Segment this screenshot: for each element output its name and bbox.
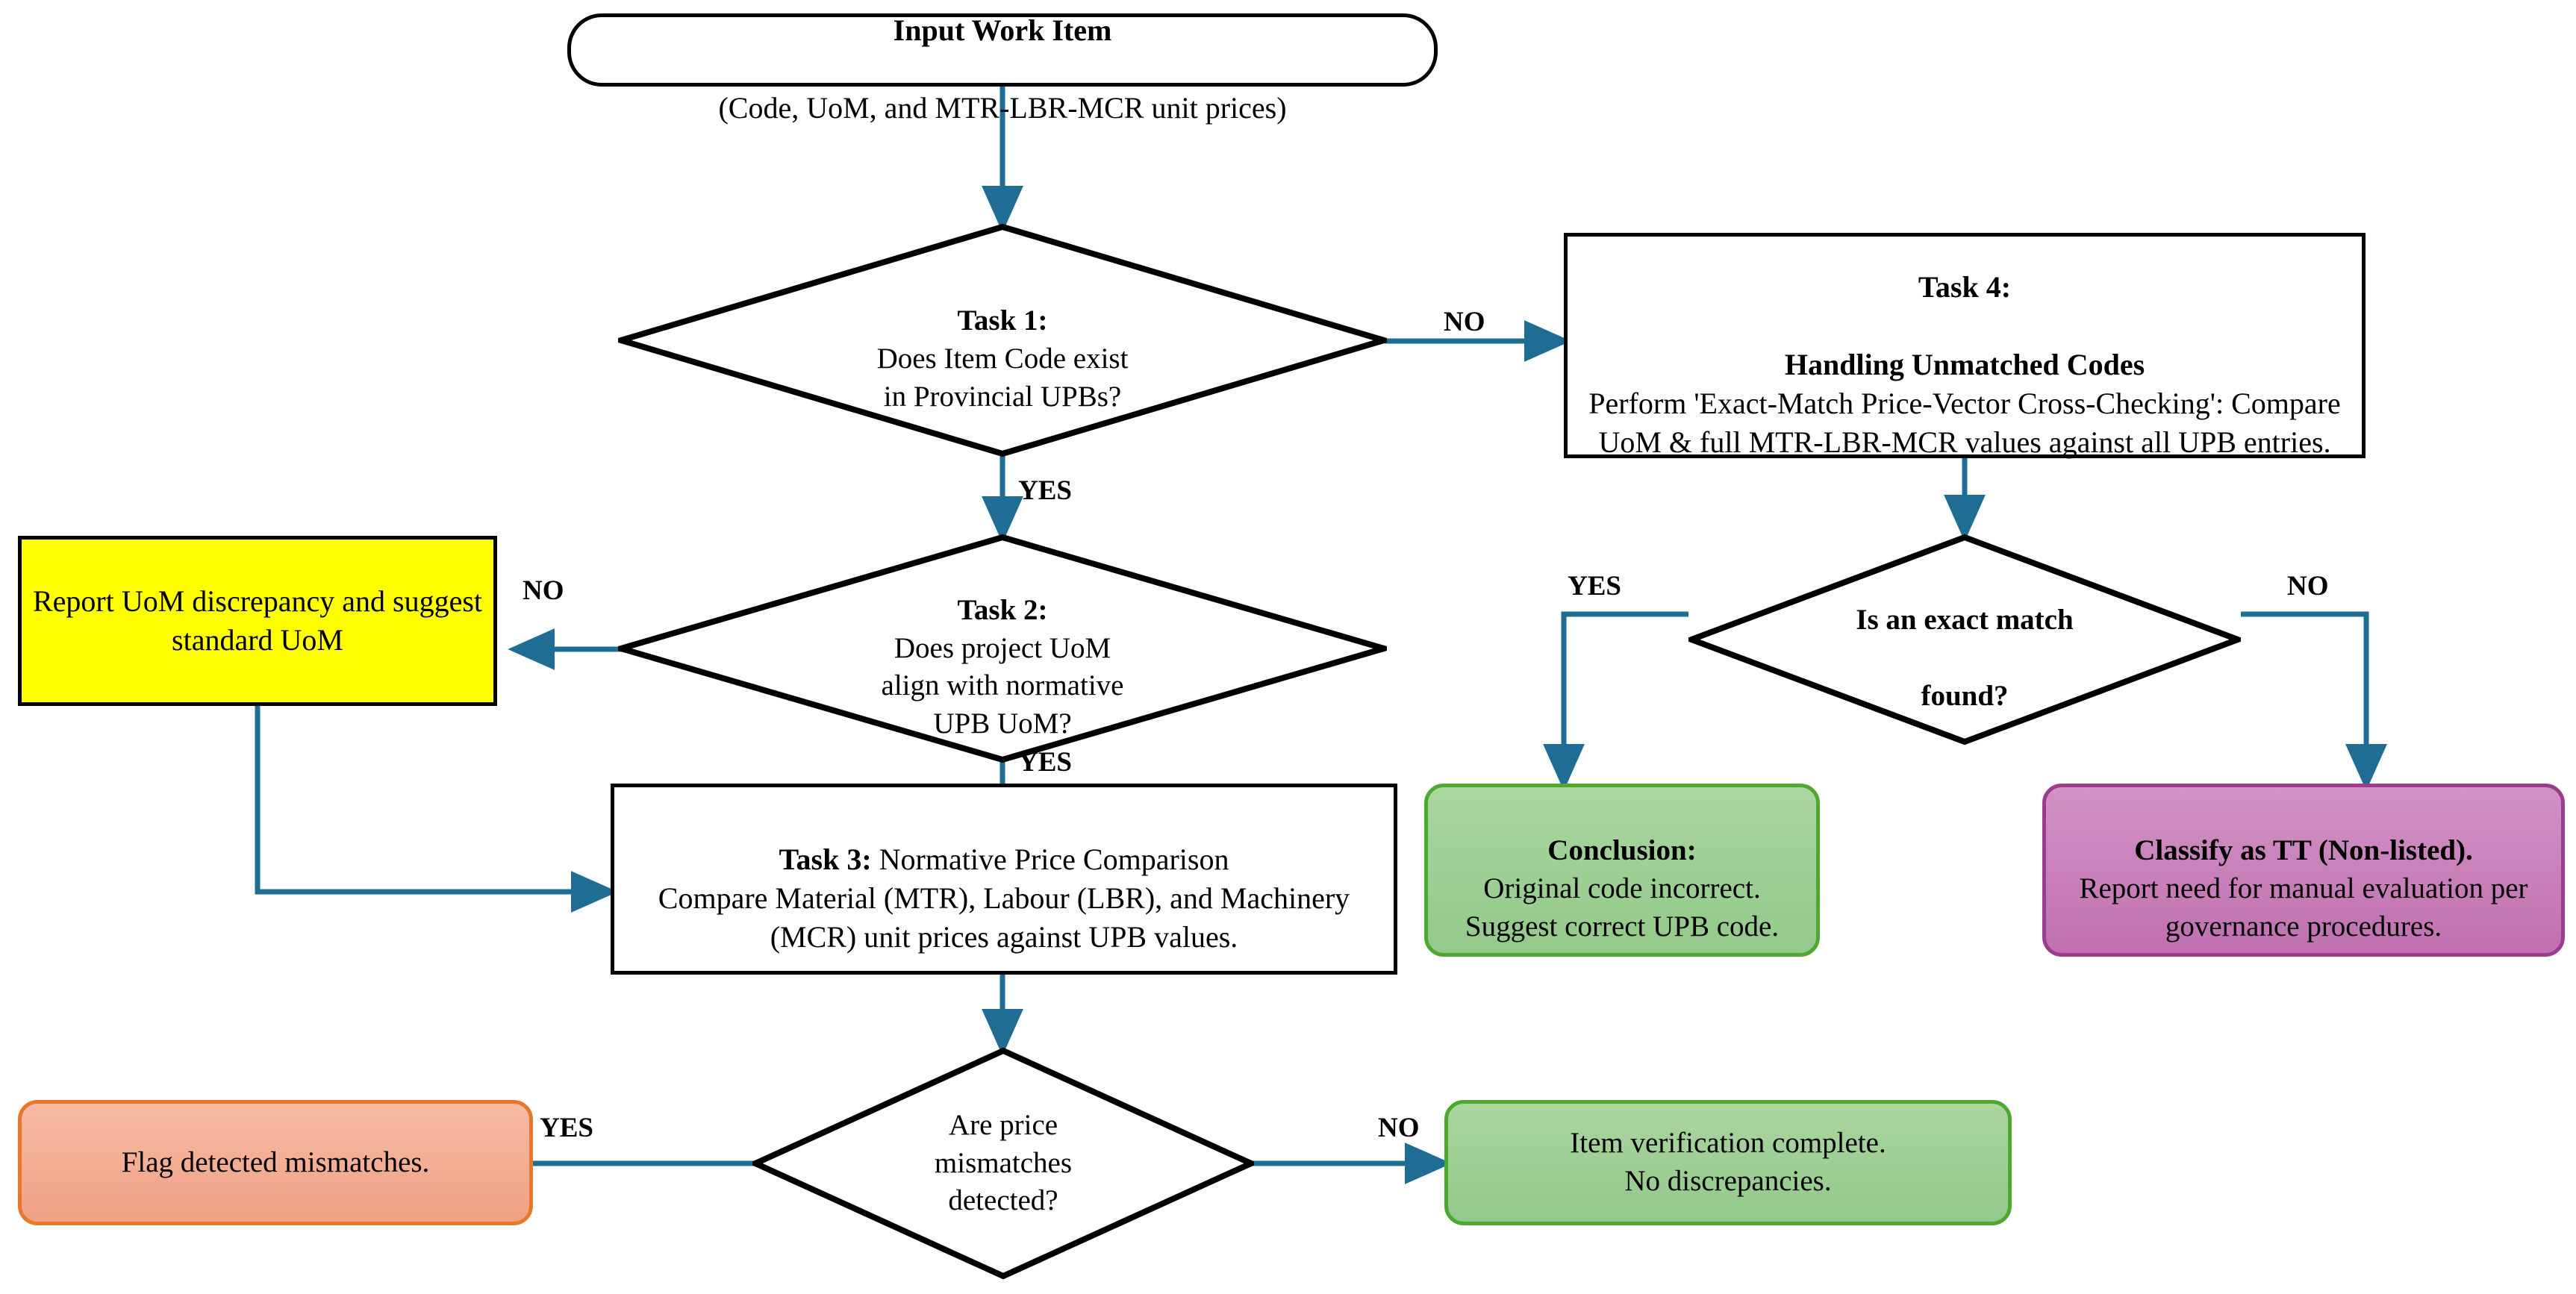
node-classify-tt-title: Classify as TT (Non-listed). [2134,834,2473,867]
node-task1-decision: Task 1: Does Item Code exist in Provincia… [618,224,1387,457]
node-exact-match-title: Is an exact match [1856,604,2074,637]
node-task1-title: Task 1: [957,304,1048,337]
node-price-mismatch-text: Are price mismatches detected? [934,1108,1073,1217]
node-task3-title: Task 3: [779,843,872,876]
node-input-work-item-body: (Code, UoM, and MTR-LBR-MCR unit prices) [718,91,1287,125]
node-input-work-item: Input Work Item (Code, UoM, and MTR-LBR-… [567,13,1438,125]
node-input-work-item-title: Input Work Item [893,13,1112,47]
node-exact-match-decision: Is an exact match found? [1688,534,2241,745]
edge-exact-yes-to-conclusion [1543,611,1688,791]
edge-label-mismatch-no: NO [1378,1113,1420,1143]
node-task1-text: Task 1: Does Item Code exist in Provincia… [618,265,1387,416]
node-input-work-item-text: Input Work Item (Code, UoM, and MTR-LBR-… [571,0,1434,128]
edge-label-task1-no: NO [1444,307,1485,337]
node-task2-decision: Task 2: Does project UoM align with norma… [618,534,1387,763]
node-conclusion-body: Original code incorrect. Suggest correct… [1465,872,1780,943]
edge-label-task2-no: NO [523,575,564,606]
edge-uom-report-to-task3 [255,706,618,913]
node-report-uom-discrepancy-text: Report UoM discrepancy and suggest stand… [32,584,483,657]
edge-exact-no-to-classify [2241,611,2387,791]
node-classify-as-tt-non-listed: Classify as TT (Non-listed). Report need … [2042,784,2565,957]
node-task2-title: Task 2: [957,593,1048,626]
node-task2-body: Does project UoM align with normative UP… [881,631,1124,740]
node-conclusion-title: Conclusion: [1547,834,1697,867]
node-item-verification-complete: Item verification complete. No discrepan… [1444,1100,2012,1225]
node-task4-body: Perform 'Exact-Match Price-Vector Cross-… [1588,387,2341,459]
edge-label-task2-yes: YES [1018,747,1072,778]
node-conclusion-original-code-incorrect: Conclusion: Original code incorrect. Sugg… [1424,784,1820,957]
node-classify-tt-text: Classify as TT (Non-listed). Report need … [2046,795,2561,946]
node-task3-title-rest: Normative Price Comparison [871,843,1229,876]
node-task4-title: Task 4: [1918,270,2012,304]
node-price-mismatch-decision: Are price mismatches detected? [752,1048,1254,1279]
edge-label-exact-match-yes: YES [1568,571,1621,601]
node-task2-text: Task 2: Does project UoM align with norma… [618,554,1387,743]
node-classify-tt-body: Report need for manual evaluation per go… [2079,872,2528,943]
diamond-shape [618,224,1387,457]
node-conclusion-text: Conclusion: Original code incorrect. Sugg… [1428,795,1816,946]
node-task3-body: Compare Material (MTR), Labour (LBR), an… [658,881,1350,954]
node-exact-match-body: found? [1921,679,2009,712]
node-task1-body: Does Item Code exist in Provincial UPBs? [876,343,1129,413]
edge-label-exact-match-no: NO [2287,571,2329,601]
node-flag-detected-mismatches: Flag detected mismatches. [18,1100,533,1225]
node-flag-mismatch-text: Flag detected mismatches. [121,1145,430,1178]
diamond-shape [618,534,1387,763]
node-report-uom-discrepancy: Report UoM discrepancy and suggest stand… [18,536,497,706]
node-task4-subtitle: Handling Unmatched Codes [1784,348,2145,381]
diamond-shape [1688,534,2241,745]
node-verified-ok-text: Item verification complete. No discrepan… [1570,1127,1886,1197]
diamond-shape [752,1048,1254,1279]
node-exact-match-text: Is an exact match found? [1688,564,2241,716]
edge-label-task1-yes: YES [1018,475,1072,506]
edge-label-mismatch-yes: YES [540,1113,593,1143]
